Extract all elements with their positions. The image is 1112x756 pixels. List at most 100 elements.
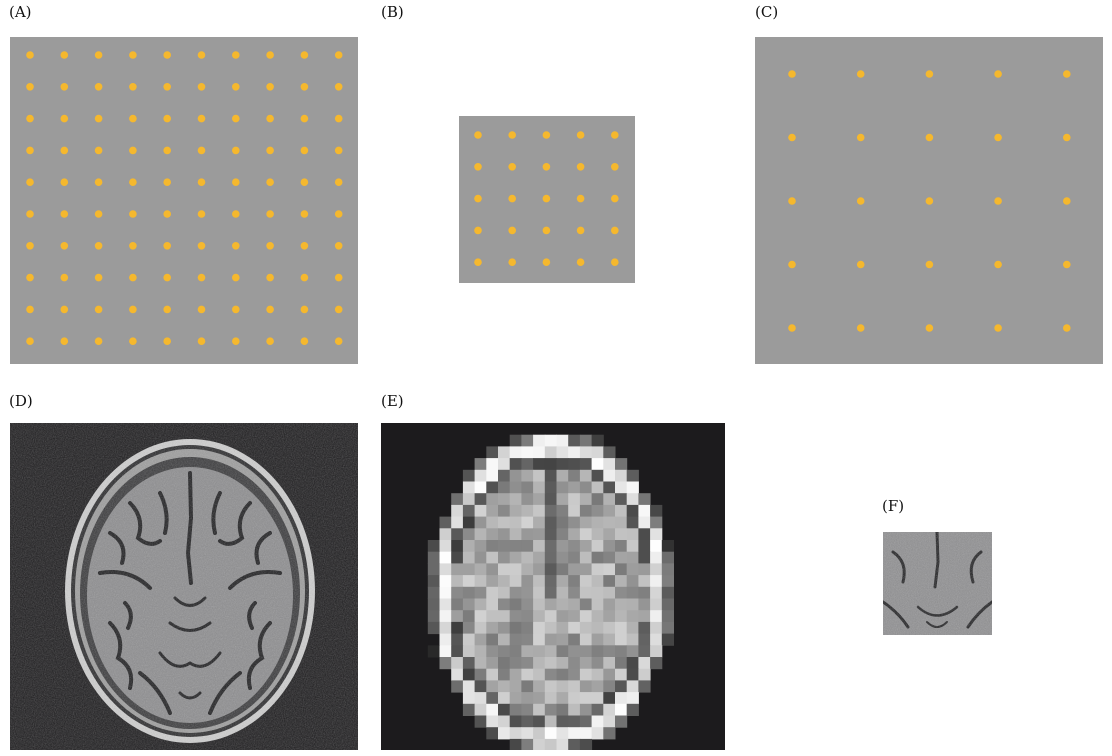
grid-a-dot <box>129 83 137 91</box>
panel-c-dot-grid <box>755 37 1103 364</box>
grid-a-dot <box>60 146 69 155</box>
grid-a-dot <box>232 210 240 218</box>
grid-b-dot <box>542 131 551 139</box>
grid-a-dot <box>300 337 309 346</box>
grid-c-dot <box>925 324 934 332</box>
grid-a-dot <box>300 83 309 91</box>
grid-b-dot <box>576 258 585 266</box>
grid-c-dot <box>788 197 796 205</box>
grid-a-dot <box>300 114 309 123</box>
grid-a-dot <box>300 178 309 186</box>
grid-a-dot <box>26 305 34 314</box>
grid-a-dot <box>163 178 171 186</box>
grid-a-dot <box>94 83 103 91</box>
grid-b-dot <box>508 226 516 235</box>
grid-a-dot <box>60 210 69 218</box>
mri-high-res-image <box>10 423 358 750</box>
mri-cropped-image <box>883 532 992 635</box>
grid-a-dot <box>334 305 343 314</box>
grid-a-dot <box>94 337 103 346</box>
grid-a-dot <box>197 83 206 91</box>
grid-c-dot <box>1063 197 1071 205</box>
grid-a-dot <box>197 114 206 123</box>
grid-b-dot <box>576 194 585 203</box>
grid-a-dot <box>94 242 103 250</box>
grid-b-dot <box>611 258 619 266</box>
grid-c-dot <box>856 197 865 205</box>
grid-a-dot <box>334 51 343 59</box>
grid-c-dot <box>994 260 1002 269</box>
grid-a-dot <box>300 146 309 155</box>
grid-a-dot <box>129 273 137 282</box>
grid-b-dot <box>508 131 516 139</box>
grid-a-dot <box>60 178 69 186</box>
panel-d-mri-slice <box>10 423 358 750</box>
grid-b-dot <box>576 163 585 171</box>
grid-a-dot <box>60 337 69 346</box>
grid-c-dot <box>925 260 934 269</box>
grid-a-dot <box>300 210 309 218</box>
grid-b-dot <box>576 226 585 235</box>
grid-a-dot <box>266 51 274 59</box>
grid-a-dot <box>232 305 240 314</box>
grid-a-dot <box>94 178 103 186</box>
grid-a-dot <box>129 337 137 346</box>
dot-grid-b-svg <box>459 116 635 283</box>
grid-c-dot <box>856 70 865 78</box>
grid-b-dot <box>611 226 619 235</box>
grid-c-dot <box>925 197 934 205</box>
grid-a-dot <box>26 337 34 346</box>
grid-a-dot <box>163 305 171 314</box>
grid-a-dot <box>94 305 103 314</box>
grid-a-dot <box>232 146 240 155</box>
grid-a-dot <box>266 83 274 91</box>
grid-a-dot <box>197 242 206 250</box>
panel-f-mri-crop <box>883 532 992 635</box>
grid-c-dot <box>1063 324 1071 332</box>
grid-c-dot <box>788 133 796 142</box>
grid-a-dot <box>197 305 206 314</box>
grid-a-dot <box>334 242 343 250</box>
panel-e-label: (E) <box>381 392 404 410</box>
grid-b-dot <box>576 131 585 139</box>
grid-a-dot <box>334 210 343 218</box>
grid-a-dot <box>232 114 240 123</box>
grid-c-dot <box>1063 133 1071 142</box>
grid-b-dot <box>474 258 482 266</box>
grid-a-dot <box>129 210 137 218</box>
grid-a-dot <box>334 83 343 91</box>
grid-a-dot <box>197 337 206 346</box>
grid-a-dot <box>266 337 274 346</box>
grid-a-dot <box>26 51 34 59</box>
grid-c-dot <box>925 133 934 142</box>
grid-c-dot <box>994 197 1002 205</box>
grid-a-dot <box>26 242 34 250</box>
grid-a-dot <box>163 273 171 282</box>
grid-a-dot <box>60 242 69 250</box>
grid-a-dot <box>334 337 343 346</box>
grid-b-dot <box>542 258 551 266</box>
grid-c-dot <box>925 70 934 78</box>
grid-b-dot <box>542 194 551 203</box>
mri-low-res-pixels <box>427 434 674 750</box>
grid-a-dot <box>94 146 103 155</box>
grid-c-dot <box>856 324 865 332</box>
grid-a-dot <box>163 51 171 59</box>
grid-a-dot <box>26 178 34 186</box>
grid-a-dot <box>334 273 343 282</box>
grid-b-dot <box>474 194 482 203</box>
grid-a-dot <box>266 305 274 314</box>
grid-a-dot <box>60 305 69 314</box>
panel-c-label: (C) <box>755 3 779 21</box>
grid-a-dot <box>129 178 137 186</box>
grid-a-dot <box>232 83 240 91</box>
grid-a-dot <box>232 337 240 346</box>
grid-a-dot <box>129 51 137 59</box>
grid-b-dot <box>611 131 619 139</box>
grid-a-dot <box>26 114 34 123</box>
grid-b-dot <box>542 226 551 235</box>
mri-low-res-image <box>381 423 725 750</box>
grid-a-dot <box>163 146 171 155</box>
grid-a-dot <box>129 114 137 123</box>
grid-a-dot <box>26 210 34 218</box>
